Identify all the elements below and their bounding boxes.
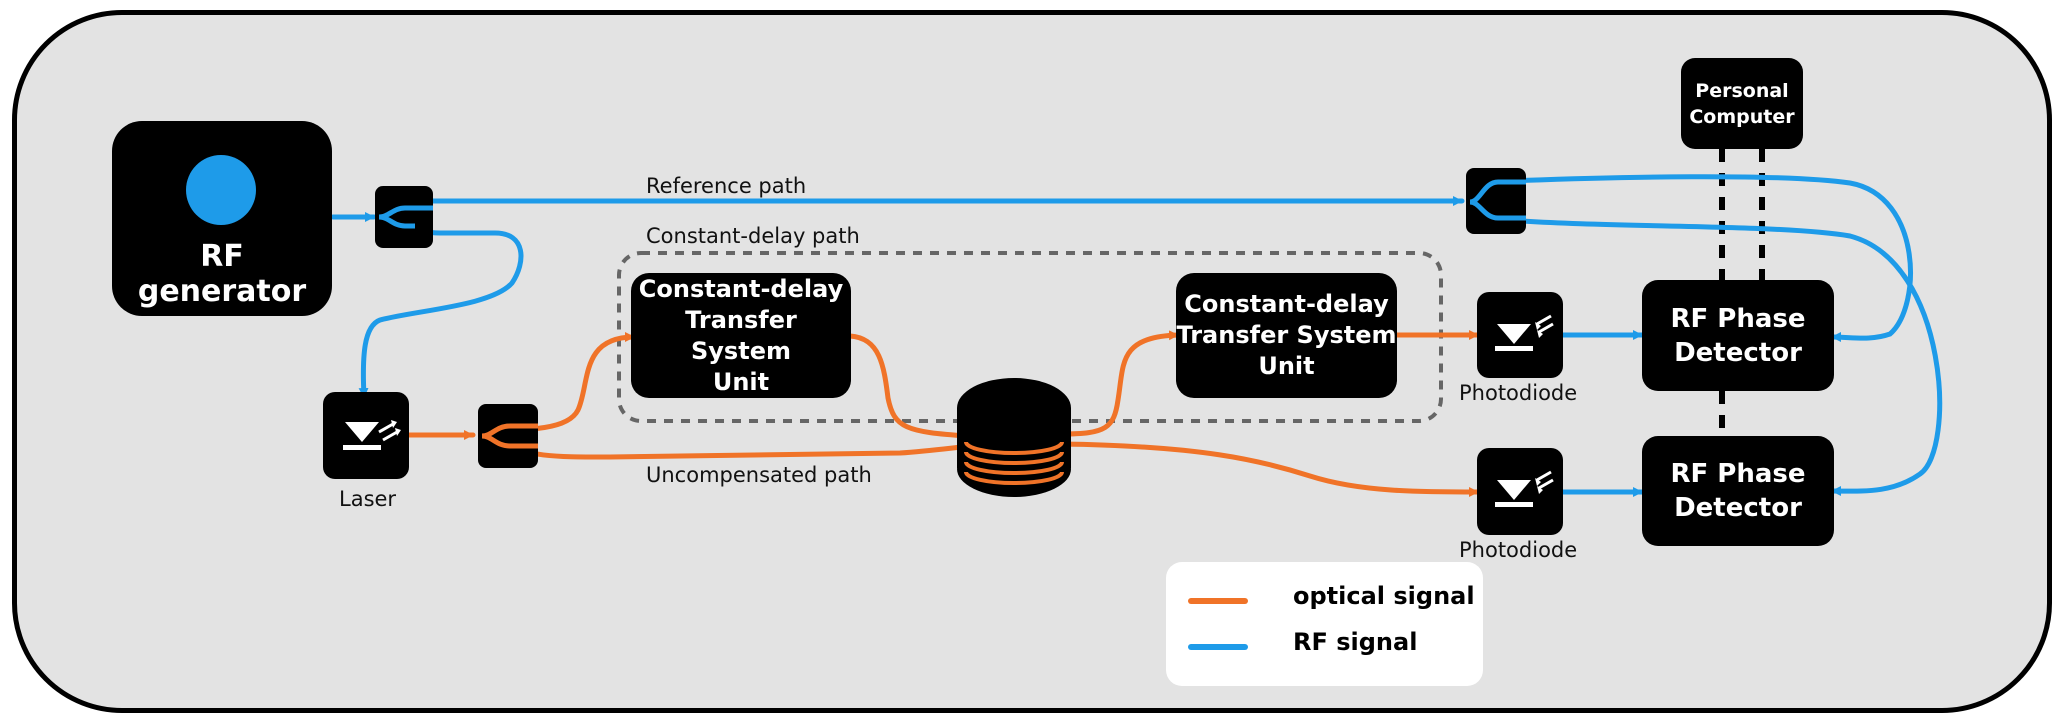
legend-label-optical: optical signal: [1293, 582, 1475, 610]
unit-right-line-3: Unit: [1258, 352, 1315, 380]
rf-generator-block: RF generator: [112, 121, 332, 316]
detector-bottom-line-2: Detector: [1674, 493, 1802, 523]
spool-to-unit-right: [1059, 330, 1181, 437]
detector-top-line-2: Detector: [1674, 337, 1802, 368]
pc-line-1: Personal: [1695, 79, 1789, 102]
legend-swatch-optical: [1188, 598, 1248, 604]
legend-swatch-rf: [1188, 644, 1248, 650]
pc-line-2: Computer: [1689, 105, 1795, 128]
reference-path-label: Reference path: [646, 174, 807, 198]
personal-computer-block: Personal Computer: [1681, 58, 1803, 149]
detector-bottom-line-1: RF Phase: [1670, 459, 1806, 489]
rf-generator-label: RF generator: [137, 239, 307, 309]
unit-left-line-3: Unit: [712, 367, 770, 396]
rf-phase-detector-bottom: RF Phase Detector: [1642, 436, 1834, 546]
uncompensated-path-line: [487, 437, 983, 460]
photodiode-bottom-label: Photodiode: [1459, 538, 1578, 562]
constant-delay-path-label: Constant-delay path: [646, 224, 860, 248]
spool-to-pd-bottom: [1059, 441, 1481, 497]
unit-left-line-2: Transfer System: [685, 305, 797, 365]
reference-path-line: [381, 196, 1465, 215]
photodiode-icon: [1477, 292, 1563, 378]
constant-delay-unit-right: Constant-delay Transfer System Unit: [1176, 273, 1397, 398]
legend-label-rf: RF signal: [1293, 628, 1418, 656]
unit-right-line-1: Constant-delay: [1184, 290, 1389, 318]
unit-right-line-2: Transfer System: [1176, 321, 1397, 349]
sine-wave-icon: [186, 155, 256, 225]
photodiode-icon: [1477, 448, 1563, 535]
laser-label: Laser: [339, 487, 397, 511]
laser-diode-icon: [323, 392, 409, 479]
splitter-icon: [478, 404, 538, 468]
detector-top-line-1: RF Phase: [1670, 303, 1806, 334]
constant-delay-unit-left: Constant-delay Transfer System Unit: [631, 273, 851, 398]
unit-left-line-1: Constant-delay: [638, 274, 844, 303]
splitter-icon: [1466, 168, 1526, 234]
rf-to-laser: [358, 219, 524, 400]
unit-left-to-spool: [847, 333, 971, 439]
splitter-icon: [375, 186, 433, 248]
uncompensated-path-label: Uncompensated path: [646, 463, 872, 487]
rf-phase-detector-top: RF Phase Detector: [1642, 280, 1834, 391]
photodiode-top-label: Photodiode: [1459, 381, 1578, 405]
legend: optical signal RF signal: [1166, 562, 1483, 686]
fiber-spool-icon: [957, 378, 1071, 497]
